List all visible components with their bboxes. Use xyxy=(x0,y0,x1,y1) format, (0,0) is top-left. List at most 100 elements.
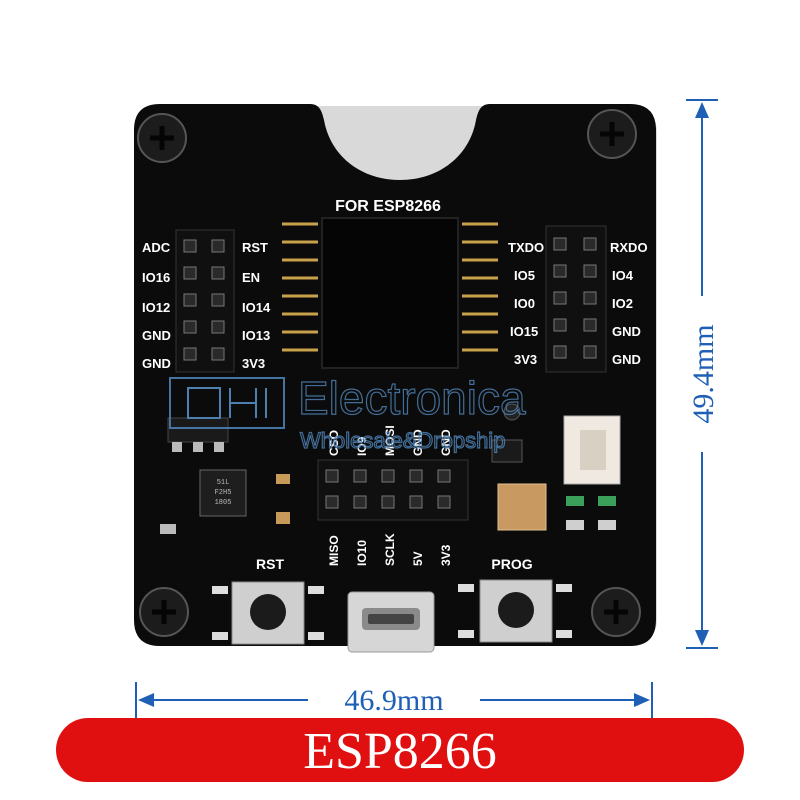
arrow-left-icon xyxy=(138,693,154,707)
arrow-right-icon xyxy=(634,693,650,707)
watermark-brand: Electronica xyxy=(298,372,526,424)
header-pin xyxy=(353,469,367,483)
module-socket xyxy=(321,217,459,369)
width-label: 46.9mm xyxy=(344,684,443,717)
product-banner: ESP8266 xyxy=(56,718,744,782)
pin-label: IO0 xyxy=(514,296,535,311)
resistor xyxy=(566,520,584,530)
tantalum-capacitor xyxy=(497,483,547,531)
header-pin xyxy=(409,469,423,483)
header-pin xyxy=(583,318,597,332)
pin-label: EN xyxy=(242,270,260,285)
arrow-down-icon xyxy=(695,630,709,646)
watermark: Electronica Wholesale&Dropship xyxy=(169,371,527,454)
header-pin xyxy=(183,293,197,307)
bottom-header xyxy=(317,459,469,521)
pin-label: RXDO xyxy=(610,240,648,255)
board-title: FOR ESP8266 xyxy=(335,198,441,215)
chip-text: 51L xyxy=(217,479,230,487)
pin-label: IO13 xyxy=(242,328,270,343)
arrow-up-icon xyxy=(695,102,709,118)
pin-label: 3V3 xyxy=(439,544,453,566)
bottom-bottom-labels: MISO IO10 SCLK 5V 3V3 xyxy=(327,533,453,566)
pin-label: GND xyxy=(612,352,641,367)
header-pin xyxy=(437,495,451,509)
pin-label: IO9 xyxy=(355,436,369,456)
header-pin xyxy=(183,239,197,253)
screw-top-left xyxy=(137,113,187,163)
pin-label: IO15 xyxy=(510,324,538,339)
transistor xyxy=(491,439,523,463)
screw-bottom-right xyxy=(591,587,641,637)
circuit-logo-icon xyxy=(169,377,285,429)
header-pin xyxy=(211,293,225,307)
header-pin xyxy=(553,264,567,278)
header-pins xyxy=(183,237,597,509)
pin-label: IO10 xyxy=(355,540,369,566)
header-pin xyxy=(211,266,225,280)
header-pin xyxy=(353,495,367,509)
pin-label: IO16 xyxy=(142,270,170,285)
pin-label: 5V xyxy=(411,551,425,566)
right-inner-labels: TXDO IO5 IO0 IO15 3V3 xyxy=(508,240,544,367)
rst-button-label: RST xyxy=(256,556,284,572)
header-pin xyxy=(381,495,395,509)
usb-serial-chip: 51L F2H5 1805 xyxy=(199,469,247,517)
header-pin xyxy=(409,495,423,509)
prog-button[interactable] xyxy=(458,579,572,643)
micro-usb-port[interactable] xyxy=(347,591,435,653)
pin-label: ADC xyxy=(142,240,171,255)
chip-text: F2H5 xyxy=(215,489,232,497)
pin-label: GND xyxy=(612,324,641,339)
header-pin xyxy=(437,469,451,483)
capacitor xyxy=(276,512,290,524)
banner-label: ESP8266 xyxy=(303,723,497,780)
header-pin xyxy=(553,237,567,251)
header-pin xyxy=(583,345,597,359)
left-inner-labels: RST EN IO14 IO13 3V3 xyxy=(242,240,271,371)
rst-button[interactable] xyxy=(212,581,324,645)
pin-label: 3V3 xyxy=(514,352,537,367)
header-pin xyxy=(211,347,225,361)
pin-label: IO14 xyxy=(242,300,271,315)
header-pin xyxy=(553,318,567,332)
led xyxy=(503,403,521,421)
pin-label: GND xyxy=(142,356,171,371)
screw-top-right xyxy=(587,109,637,159)
pin-label: GND xyxy=(439,429,453,456)
chip-text: 1805 xyxy=(215,499,232,507)
pin-label: MISO xyxy=(327,535,341,566)
pin-label: IO4 xyxy=(612,268,634,283)
header-pin xyxy=(381,469,395,483)
pin-label: IO12 xyxy=(142,300,170,315)
header-pin xyxy=(211,320,225,334)
pin-label: IO5 xyxy=(514,268,535,283)
header-pin xyxy=(325,469,339,483)
header-pin xyxy=(211,239,225,253)
pin-label: CSO xyxy=(327,430,341,456)
header-pin xyxy=(183,320,197,334)
pin-label: MOSI xyxy=(383,425,397,456)
header-pin xyxy=(183,347,197,361)
header-pin xyxy=(583,264,597,278)
height-dimension: 49.4mm xyxy=(686,99,720,649)
watermark-tagline: Wholesale&Dropship xyxy=(300,428,505,453)
height-label: 49.4mm xyxy=(687,324,720,423)
capacitor xyxy=(276,474,290,484)
pin-label: GND xyxy=(411,429,425,456)
pin-label: TXDO xyxy=(508,240,544,255)
left-outer-labels: ADC IO16 IO12 GND GND xyxy=(142,240,171,371)
status-led xyxy=(566,496,584,506)
header-pin xyxy=(583,237,597,251)
power-switch-knob xyxy=(580,430,606,470)
right-outer-labels: RXDO IO4 IO2 GND GND xyxy=(610,240,648,367)
pin-label: GND xyxy=(142,328,171,343)
header-pin xyxy=(553,345,567,359)
regulator xyxy=(167,417,229,452)
banner-background xyxy=(56,718,744,782)
screw-bottom-left xyxy=(139,587,189,637)
header-pin xyxy=(325,495,339,509)
pin-label: IO2 xyxy=(612,296,633,311)
pin-label: 3V3 xyxy=(242,356,265,371)
